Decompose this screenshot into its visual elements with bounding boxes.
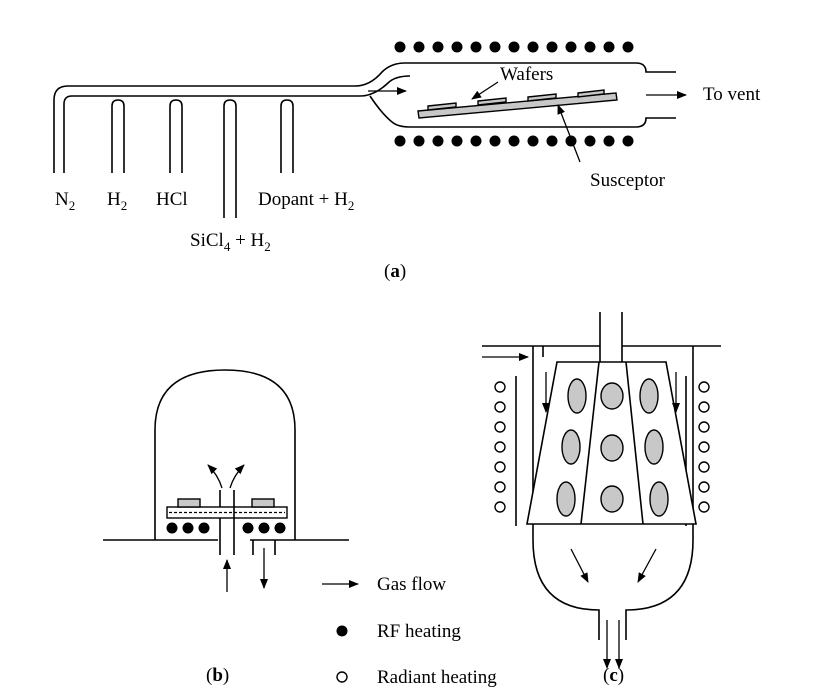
panel-c-barrel-reactor: (c) [482, 312, 721, 686]
rf-dot-6 [274, 522, 286, 534]
panel-a-caption: (a) [384, 261, 406, 282]
legend-rf-heating-label: RF heating [377, 621, 461, 642]
wafer-3 [527, 93, 557, 102]
rf-dot-5 [258, 522, 270, 534]
side-inlet-pipe [532, 346, 544, 362]
wafer-c-2 [600, 382, 624, 410]
center-inlet-pipe [219, 490, 235, 555]
sicl4-label: SiCl4 + H2 [190, 230, 271, 254]
top-rf-coil [394, 41, 634, 53]
to-vent-label: To vent [703, 84, 761, 105]
wafers-label: Wafers [500, 64, 553, 85]
wafer-1 [427, 102, 457, 111]
hcl-label: HCl [156, 189, 188, 210]
susceptor-facet-left [580, 361, 600, 525]
wafer-c-3 [639, 378, 659, 414]
legend-gas-flow-label: Gas flow [377, 574, 446, 595]
outflow-arrow-right [229, 464, 245, 489]
panel-a-horizontal-reactor: Wafers To vent Susceptor N2 H2 HCl Dopan… [53, 41, 761, 282]
susceptor-label: Susceptor [590, 170, 666, 191]
h2-inlet-pipe [111, 99, 125, 173]
dopant-label: Dopant + H2 [258, 189, 354, 213]
radiant-lamps-left [494, 381, 506, 513]
wafer-c-5 [600, 434, 624, 462]
rf-dot-2 [182, 522, 194, 534]
legend-radiant-heating-label: Radiant heating [377, 667, 497, 688]
panel-c-caption: (c) [603, 665, 624, 686]
panel-b-caption: (b) [206, 665, 229, 686]
wafer-left [177, 498, 201, 508]
wafer-c-8 [600, 485, 624, 513]
susceptor-facet-right [625, 361, 644, 525]
wafer-2 [477, 97, 507, 106]
legend-rf-dot [336, 625, 348, 637]
wafer-right [251, 498, 275, 508]
wafers-pointer-arrow [471, 81, 499, 100]
wafer-c-4 [561, 429, 581, 465]
rf-dot-1 [166, 522, 178, 534]
panel-b-bell-jar-reactor: (b) [103, 369, 349, 686]
reactor-tube-top-wall [53, 62, 676, 173]
wafer-c-6 [644, 429, 664, 465]
outflow-arrow-left [207, 464, 223, 489]
susceptor-pointer-arrow [557, 104, 581, 163]
bottom-rf-coil [394, 135, 634, 147]
n2-label: N2 [55, 189, 75, 213]
wafer-c-1 [567, 378, 587, 414]
exhaust-pipe [252, 540, 276, 555]
hcl-inlet-pipe [169, 99, 183, 173]
legend-radiant-circle [336, 671, 348, 683]
converge-arrow-left [570, 548, 589, 583]
radiant-lamps-right [698, 381, 710, 513]
rotation-shaft [599, 312, 623, 362]
rf-dot-3 [198, 522, 210, 534]
bell-jar [154, 369, 296, 540]
legend: Gas flow RF heating Radiant heating [322, 574, 497, 688]
reactor-tube-bottom-wall [369, 95, 676, 128]
barrel-vessel [532, 346, 694, 640]
rf-dot-4 [242, 522, 254, 534]
h2-label: H2 [107, 189, 127, 213]
wafer-c-9 [649, 481, 669, 517]
dopant-inlet-pipe [280, 99, 294, 173]
converge-arrow-right [637, 548, 657, 583]
wafer-4 [577, 89, 605, 98]
reactor-tube-top-inner [63, 75, 411, 173]
sicl4-inlet-pipe [223, 99, 237, 218]
wafer-c-7 [556, 481, 576, 517]
